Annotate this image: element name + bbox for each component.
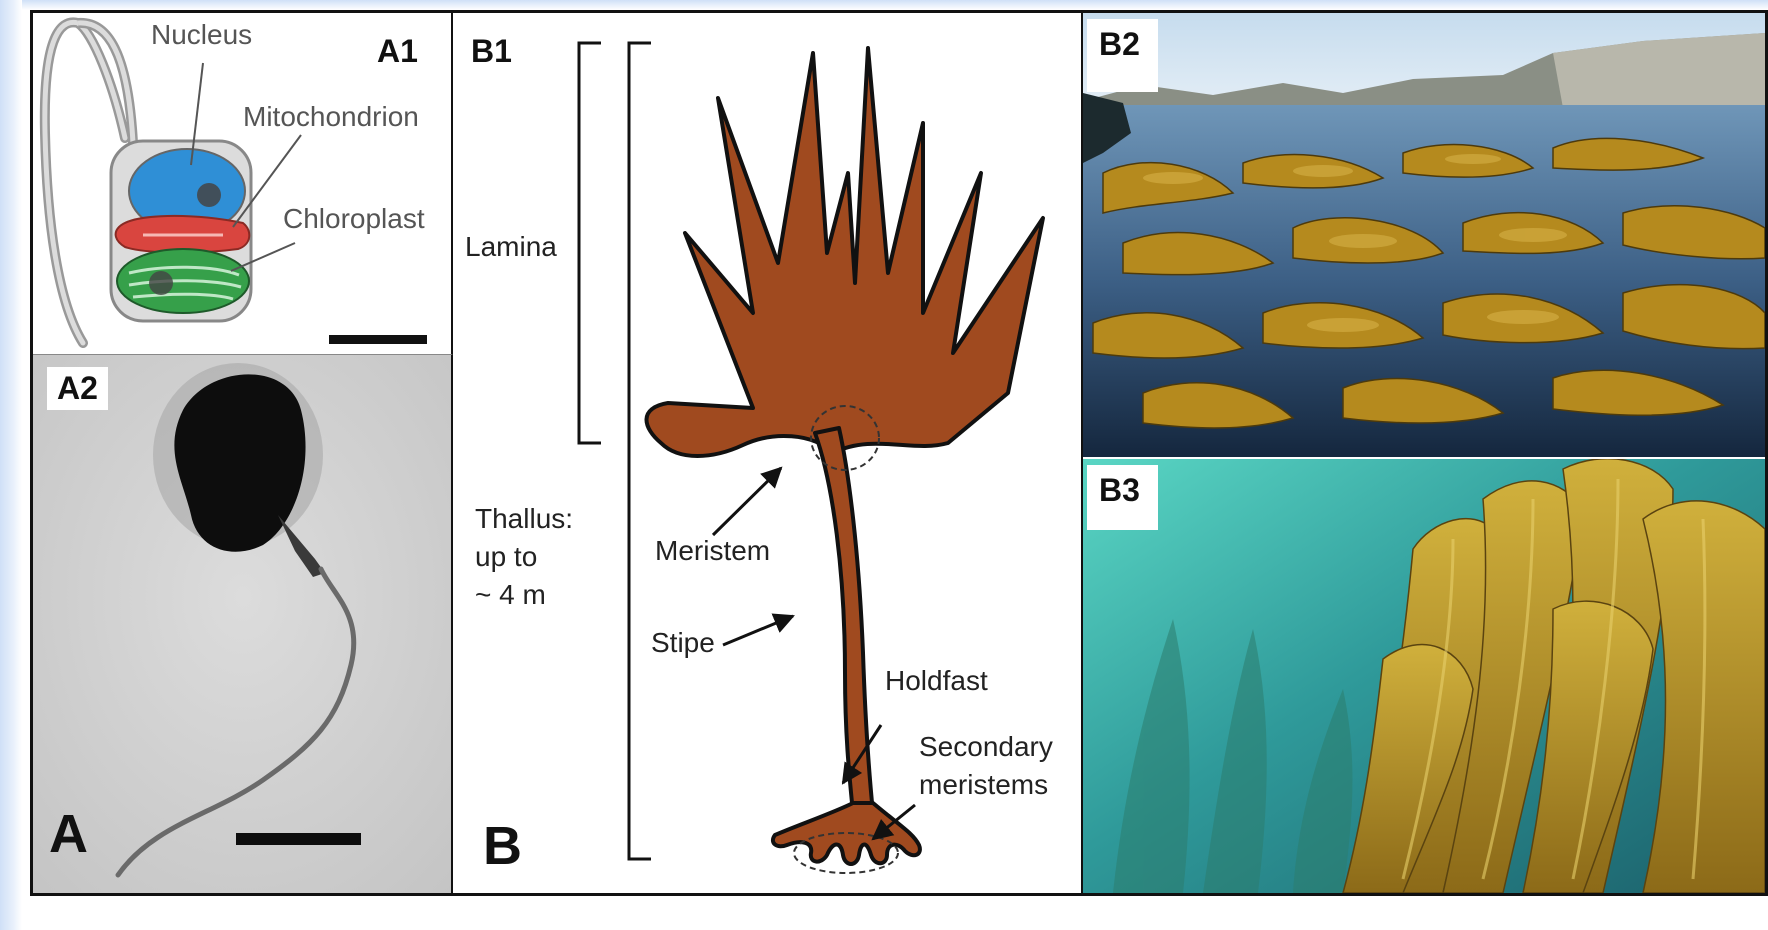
nucleolus [197, 183, 221, 207]
lamina-bracket [579, 43, 601, 443]
kelp-lamina [646, 48, 1043, 456]
figure-composite: A1 Nucleus Mitochondrion Chloroplast [30, 10, 1768, 896]
panel-label-b2: B2 [1087, 19, 1158, 92]
label-chloroplast: Chloroplast [283, 203, 425, 235]
label-secondary-1: Secondary [919, 731, 1053, 763]
panel-label-a1: A1 [377, 35, 418, 67]
panel-b1: B1 Lamina Thallus: up to ~ 4 m Meristem … [453, 13, 1083, 893]
panel-label-b3: B3 [1087, 465, 1158, 530]
panel-b2: B2 [1083, 13, 1765, 459]
panel-label-b1: B1 [471, 35, 512, 67]
kelp-stipe [815, 428, 873, 813]
zoospore-micrograph [33, 355, 453, 893]
label-secondary-2: meristems [919, 769, 1048, 801]
label-thallus-1: Thallus: [475, 503, 573, 535]
panel-a1: A1 Nucleus Mitochondrion Chloroplast [33, 13, 453, 355]
label-thallus-3: ~ 4 m [475, 579, 546, 611]
panel-a2: A2 A [33, 355, 453, 893]
eyespot [149, 271, 173, 295]
kelp-shore-photo [1083, 13, 1765, 459]
label-stipe: Stipe [651, 627, 715, 659]
scale-bar-a2 [236, 833, 361, 845]
panel-label-b: B [483, 819, 522, 873]
label-mitochondrion: Mitochondrion [243, 101, 419, 133]
scale-bar-a1 [329, 335, 427, 344]
meristem-arrow [713, 468, 781, 535]
label-holdfast: Holdfast [885, 665, 988, 697]
background-frame-left [0, 0, 22, 930]
label-lamina: Lamina [465, 231, 557, 263]
kelp-underwater-photo [1083, 459, 1765, 893]
panel-label-a: A [49, 807, 88, 861]
label-thallus-2: up to [475, 541, 537, 573]
label-nucleus: Nucleus [151, 19, 252, 51]
background-frame-top [0, 0, 1768, 10]
stipe-arrow [723, 616, 793, 645]
label-meristem: Meristem [655, 535, 770, 567]
panel-b3: B3 [1083, 459, 1765, 893]
panel-label-a2: A2 [47, 367, 108, 410]
thallus-bracket [629, 43, 651, 859]
